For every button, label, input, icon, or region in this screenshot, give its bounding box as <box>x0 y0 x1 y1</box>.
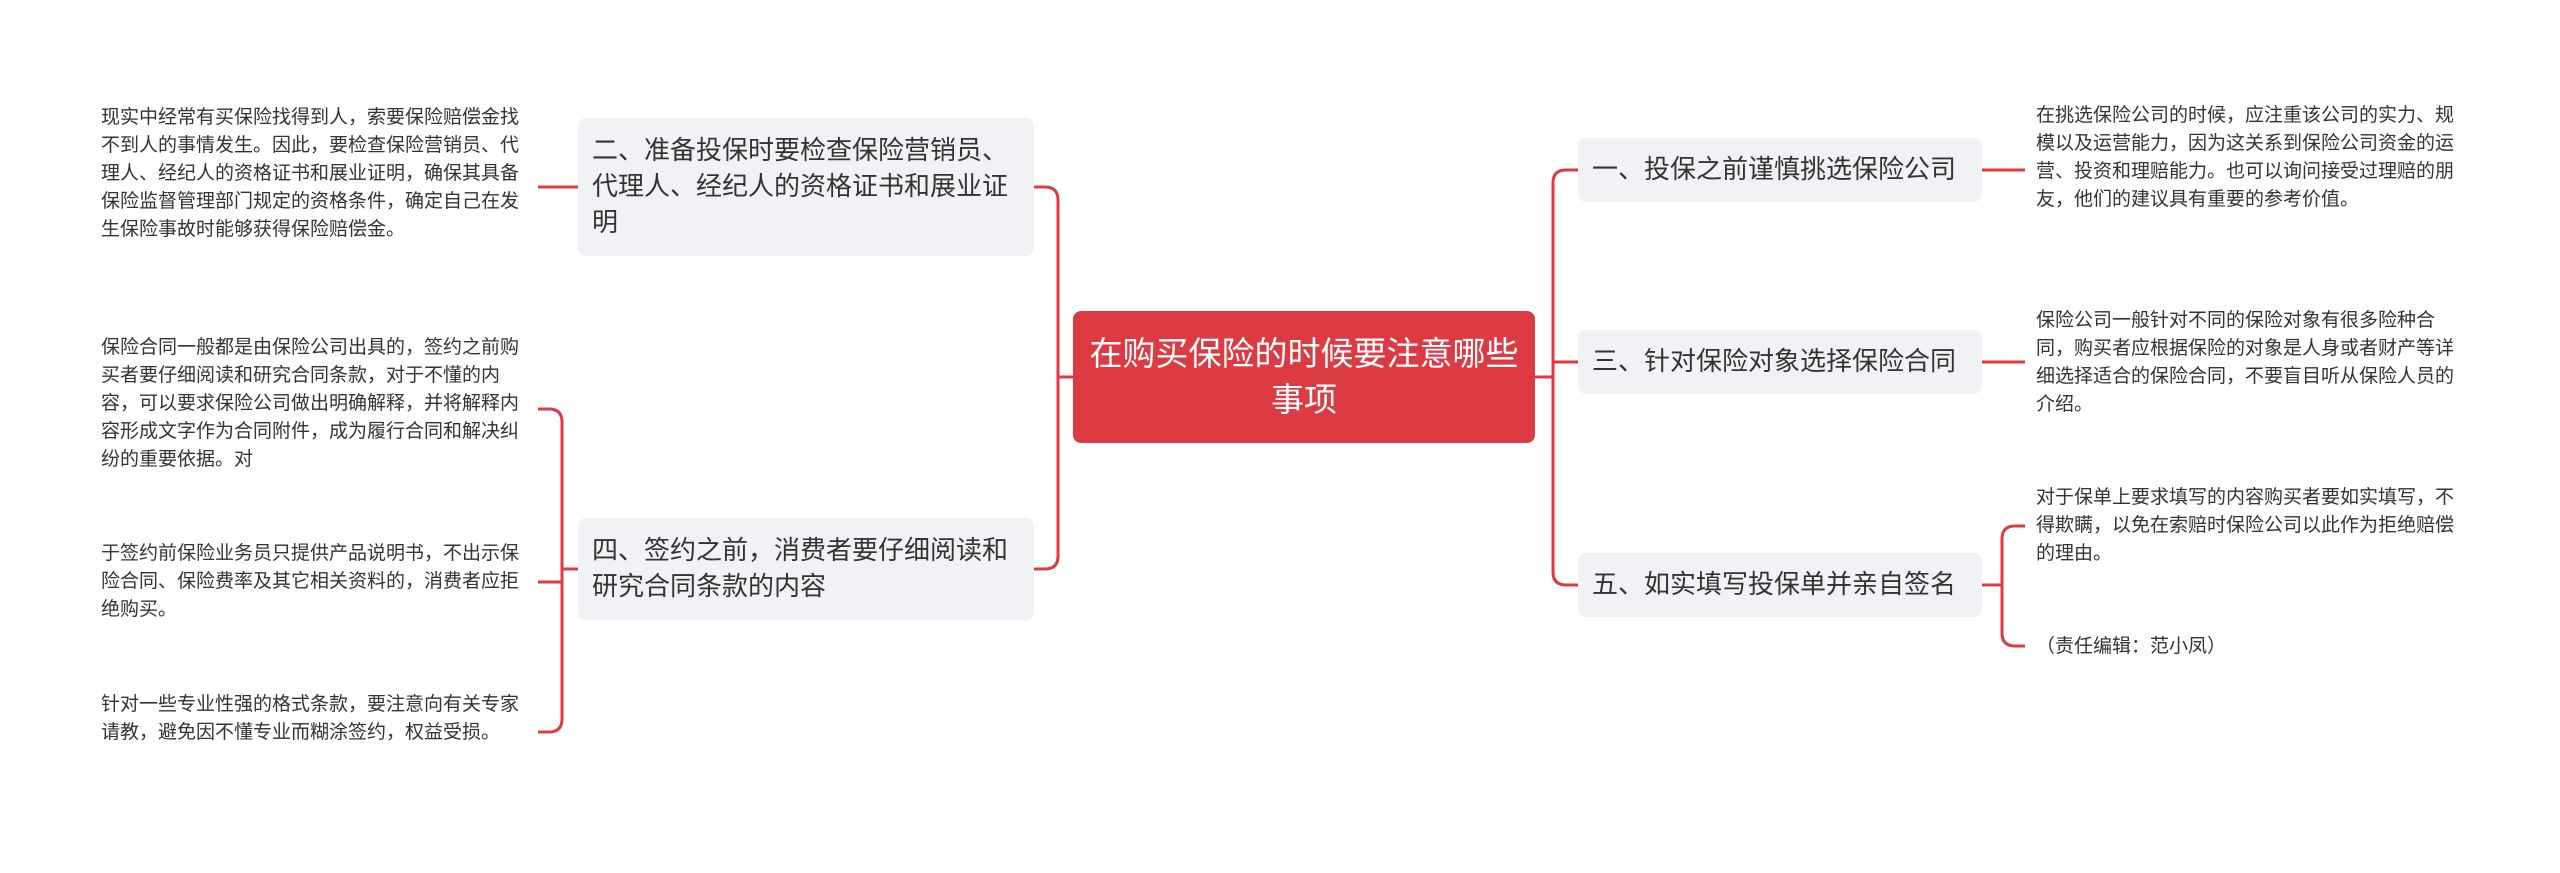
branch-topic-4[interactable]: 四、签约之前，消费者要仔细阅读和研究合同条款的内容 <box>578 518 1034 620</box>
connector-right-note-5a <box>2000 524 2025 585</box>
connector-right-branch-1 <box>1551 168 1578 377</box>
connector-left-branch-4 <box>1034 377 1060 571</box>
connector-right-note-5b <box>2000 585 2025 648</box>
note-text: 对于保单上要求填写的内容购买者要如实填写，不得欺瞒，以免在索赔时保险公司以此作为… <box>2036 486 2455 564</box>
branch-topic-1[interactable]: 一、投保之前谨慎挑选保险公司 <box>1578 138 1982 202</box>
note-text: 现实中经常有买保险找得到人，索要保险赔偿金找不到人的事情发生。因此，要检查保险营… <box>101 106 520 240</box>
branch-topic-5[interactable]: 五、如实填写投保单并亲自签名 <box>1578 553 1982 617</box>
note-text: 于签约前保险业务员只提供产品说明书，不出示保险合同、保险费率及其它相关资料的，消… <box>101 542 520 620</box>
root-topic-label: 在购买保险的时候要注意哪些事项 <box>1089 334 1519 419</box>
connector-right-branch-5 <box>1551 377 1578 587</box>
connector-left-branch-2 <box>1034 185 1060 377</box>
note-text: 保险合同一般都是由保险公司出具的，签约之前购买者要仔细阅读和研究合同条款，对于不… <box>101 336 520 470</box>
branch-topic-label: 五、如实填写投保单并亲自签名 <box>1592 570 1957 600</box>
note-text: （责任编辑：范小凤） <box>2036 635 2227 657</box>
branch-topic-3[interactable]: 三、针对保险对象选择保险合同 <box>1578 330 1982 394</box>
connector-left-note-4a <box>538 407 564 569</box>
branch-topic-2[interactable]: 二、准备投保时要检查保险营销员、代理人、经纪人的资格证书和展业证明 <box>578 118 1034 256</box>
branch-topic-label: 二、准备投保时要检查保险营销员、代理人、经纪人的资格证书和展业证明 <box>592 136 1009 238</box>
connector-left-note-4c <box>538 569 564 734</box>
branch-topic-label: 三、针对保险对象选择保险合同 <box>1592 347 1957 377</box>
connector-left-note-4b <box>538 569 564 584</box>
root-topic[interactable]: 在购买保险的时候要注意哪些事项 <box>1073 311 1535 443</box>
note-text: 针对一些专业性强的格式条款，要注意向有关专家请教，避免因不懂专业而糊涂签约，权益… <box>101 693 520 743</box>
note-text: 在挑选保险公司的时候，应注重该公司的实力、规模以及运营能力，因为这关系到保险公司… <box>2036 104 2455 210</box>
branch-topic-label: 一、投保之前谨慎挑选保险公司 <box>1592 155 1957 185</box>
branch-topic-label: 四、签约之前，消费者要仔细阅读和研究合同条款的内容 <box>592 536 1009 602</box>
connector-right-branch-3 <box>1551 360 1578 377</box>
note-text: 保险公司一般针对不同的保险对象有很多险种合同，购买者应根据保险的对象是人身或者财… <box>2036 309 2455 415</box>
